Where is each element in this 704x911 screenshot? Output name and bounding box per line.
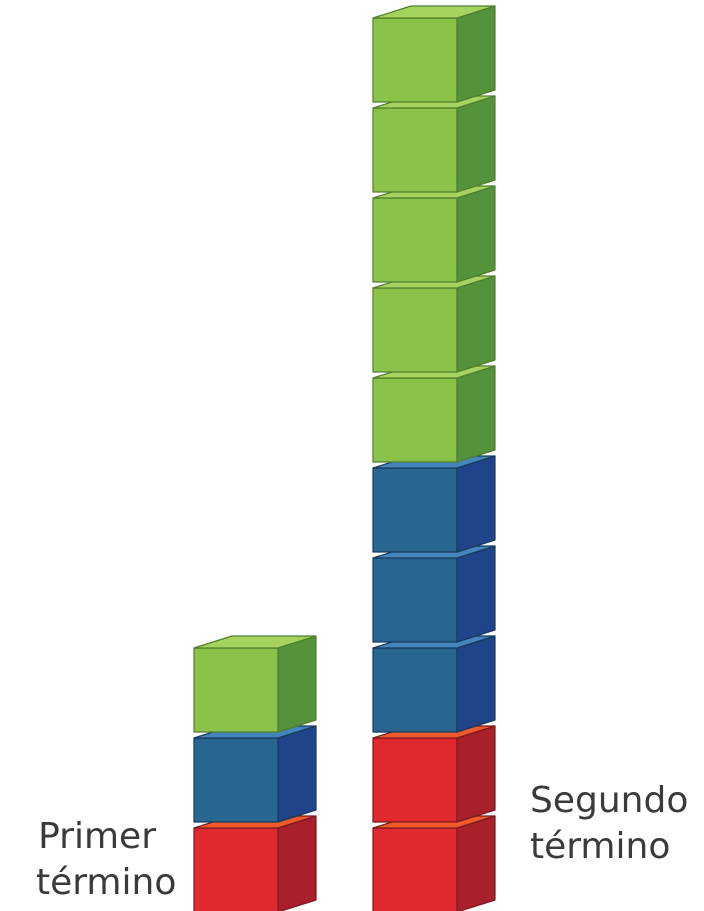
cube-blue [193, 725, 317, 823]
cube-front-face [372, 287, 458, 373]
cube-front-face [372, 467, 458, 553]
cube-side-face [456, 5, 496, 103]
cube-top-face [193, 635, 317, 649]
segundo-termino-stack [372, 5, 496, 911]
cube-side-face [456, 365, 496, 463]
primer-termino-label-line-1: Primer [38, 816, 156, 857]
cube-front-face [193, 827, 279, 911]
segundo-termino-label-line-2: término [530, 826, 671, 867]
cube-front-face [372, 557, 458, 643]
cube-side-face [456, 815, 496, 911]
cube-side-face [277, 725, 317, 823]
cube-front-face [372, 827, 458, 911]
cube-side-face [277, 635, 317, 733]
cube-side-face [277, 815, 317, 911]
cube-front-face [372, 17, 458, 103]
segundo-termino-label-line-1: Segundo [530, 780, 689, 821]
cube-green [372, 365, 496, 463]
cube-side-face [456, 275, 496, 373]
cube-front-face [372, 197, 458, 283]
cube-red [193, 815, 317, 911]
cube-side-face [456, 455, 496, 553]
cube-front-face [372, 647, 458, 733]
cube-red [372, 815, 496, 911]
cube-side-face [456, 635, 496, 733]
cube-blue [372, 455, 496, 553]
cube-top-face [372, 5, 496, 19]
cube-side-face [456, 95, 496, 193]
cube-green [372, 275, 496, 373]
cube-side-face [456, 545, 496, 643]
cube-front-face [372, 107, 458, 193]
cube-red [372, 725, 496, 823]
cube-front-face [193, 737, 279, 823]
cube-side-face [456, 725, 496, 823]
cube-side-face [456, 185, 496, 283]
segundo-termino-label: Segundo término [530, 778, 704, 870]
primer-termino-label-line-2: término [36, 862, 177, 903]
cube-front-face [372, 377, 458, 463]
primer-termino-label: Primer término [36, 814, 177, 906]
cube-front-face [372, 737, 458, 823]
cube-green [372, 95, 496, 193]
cube-green [372, 5, 496, 103]
primer-termino-stack [193, 635, 317, 911]
cube-blue [372, 635, 496, 733]
cube-front-face [193, 647, 279, 733]
cube-green [193, 635, 317, 733]
cube-green [372, 185, 496, 283]
cube-blue [372, 545, 496, 643]
